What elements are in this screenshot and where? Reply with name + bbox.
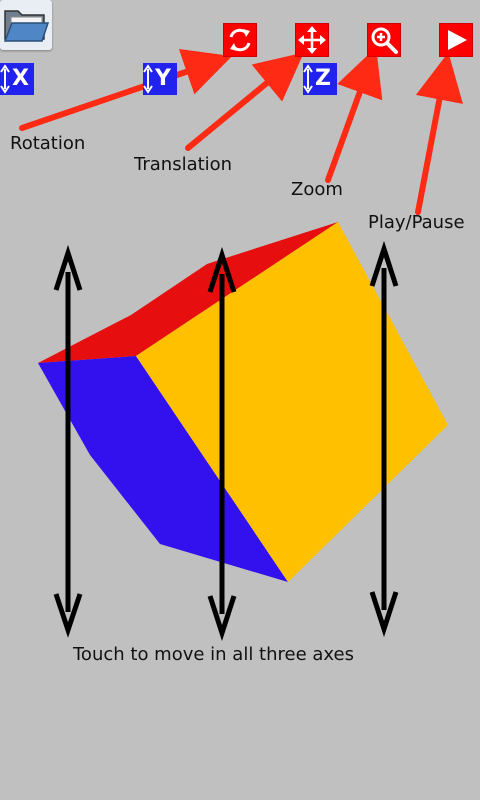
cube-face-left [38,356,288,582]
annotation-arrow-zoom [325,47,383,183]
axis-y-label: Y [155,66,171,91]
vertical-arrows [53,240,399,642]
axis-x-button[interactable]: X [0,63,34,95]
folder-open-icon [3,10,50,42]
cube-face-right [136,222,448,582]
rotate-icon [229,28,251,52]
vertical-arrow-left [53,244,83,638]
play-pause-button[interactable] [439,23,473,57]
zoom-button[interactable] [367,23,401,57]
open-file-button[interactable] [0,0,52,50]
axis-updown-icon [143,64,153,94]
label-rotation: Rotation [10,133,86,154]
vertical-arrow-right [369,240,399,638]
zoom-in-icon [371,27,398,54]
annotation-arrow-rotation [19,48,233,131]
move-icon [298,26,326,54]
axis-updown-icon [303,64,313,94]
annotation-arrows [19,47,463,215]
label-touch-hint: Touch to move in all three axes [73,644,354,665]
vertical-arrow-center [207,246,237,642]
label-translation: Translation [134,154,233,175]
label-zoom: Zoom [291,179,343,200]
play-icon [448,30,467,50]
axis-z-label: Z [315,66,331,91]
axis-updown-icon [0,64,10,94]
cube-face-top [38,222,338,363]
translation-button[interactable] [295,23,329,57]
annotation-arrow-translation [185,52,304,151]
label-play-pause: Play/Pause [368,212,465,233]
axis-y-button[interactable]: Y [143,63,177,95]
axis-z-button[interactable]: Z [303,63,337,95]
cube-3d[interactable] [38,222,448,582]
axis-x-label: X [12,66,29,91]
rotation-button[interactable] [223,23,257,57]
annotation-arrow-play [415,52,463,215]
